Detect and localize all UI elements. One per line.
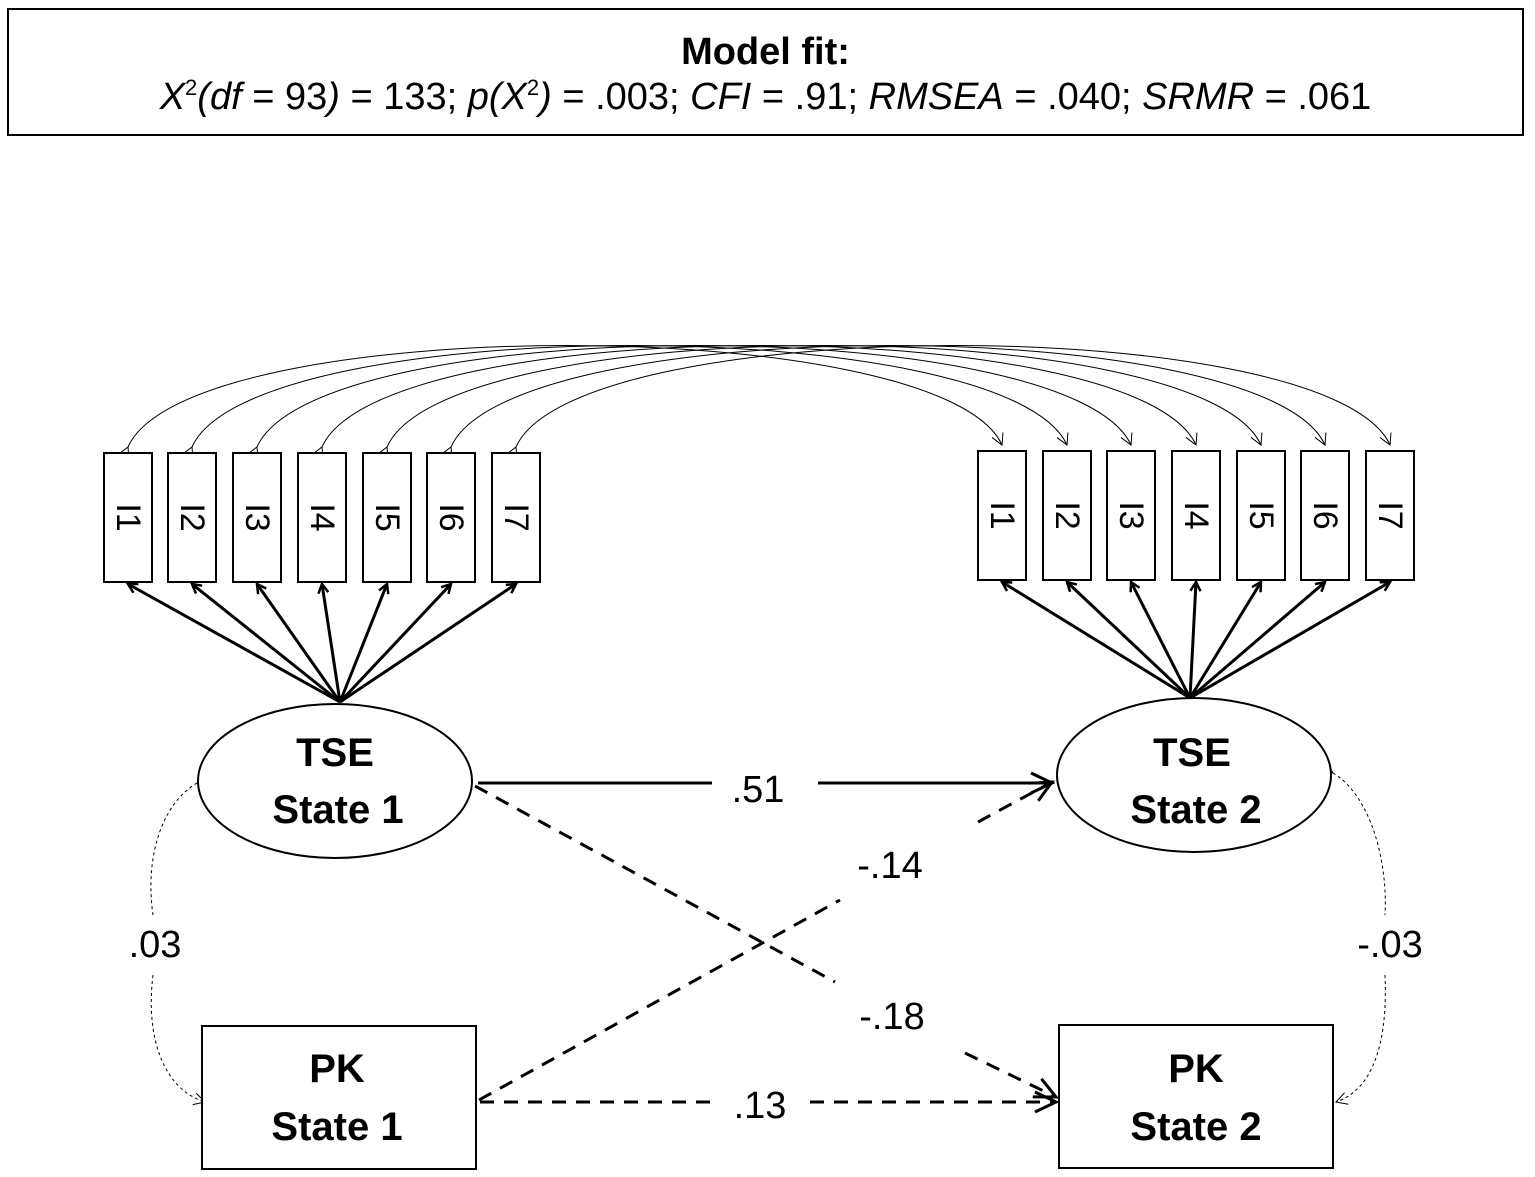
observed-pk-state2: PK State 2 <box>1058 1024 1334 1169</box>
item-label: I3 <box>1112 501 1150 529</box>
label-tse1-pk2: -.18 <box>859 996 924 1038</box>
cov-state2-upper <box>1320 761 1386 916</box>
item-box-left-7: I7 <box>491 452 541 583</box>
item-box-right-7: I7 <box>1365 450 1415 581</box>
item-box-left-2: I2 <box>167 452 217 583</box>
loading-arrow-right-5 <box>1188 582 1261 699</box>
label-cov-state1: .03 <box>129 924 182 966</box>
loading-arrow-left-7 <box>339 584 516 704</box>
observed-pk-state1-line1: PK <box>309 1047 365 1091</box>
latent-tse-state2-line1: TSE <box>1153 731 1231 775</box>
factor-loadings <box>128 580 1390 704</box>
path-tse1-pk2-head <box>964 1051 1056 1097</box>
residual-covariance-arc-3 <box>246 345 1133 460</box>
df-label: df <box>209 76 242 118</box>
df-value: = 93 <box>241 76 328 118</box>
item-box-left-3: I3 <box>232 452 282 583</box>
latent-tse-state2-line2: State 2 <box>1130 788 1261 832</box>
item-label: I1 <box>983 501 1021 529</box>
cfi-label: CFI <box>690 76 752 118</box>
item-box-right-6: I6 <box>1300 450 1350 581</box>
loading-arrow-left-4 <box>322 584 342 703</box>
model-fit-title: Model fit: <box>681 31 850 73</box>
path-tse1-pk2 <box>474 784 836 984</box>
loading-arrow-right-7 <box>1189 580 1390 700</box>
chi-square-symbol: X <box>159 76 186 118</box>
loading-arrow-left-6 <box>338 584 451 704</box>
loading-arrow-left-5 <box>338 584 387 703</box>
p-value: = .003; <box>551 76 691 118</box>
model-fit-box: Model fit: X2(df = 93) = 133; p(X2) = .0… <box>7 8 1524 136</box>
item-box-right-4: I4 <box>1171 450 1221 581</box>
item-box-right-5: I5 <box>1236 450 1286 581</box>
loading-arrow-left-3 <box>257 584 342 703</box>
rmsea-value: = .040; <box>1003 76 1143 118</box>
rmsea-label: RMSEA <box>868 76 1004 118</box>
loading-arrow-right-2 <box>1067 582 1192 700</box>
item-label: I6 <box>432 503 470 531</box>
label-pk1-tse2: -.14 <box>857 845 922 887</box>
loading-arrow-right-3 <box>1131 582 1192 699</box>
loading-arrow-right-6 <box>1189 582 1325 700</box>
item-box-left-6: I6 <box>426 452 476 583</box>
item-box-right-3: I3 <box>1106 450 1156 581</box>
p-close: ) <box>539 76 552 118</box>
item-label: I4 <box>1177 501 1215 529</box>
item-label: I2 <box>173 503 211 531</box>
loading-arrow-left-2 <box>192 584 341 704</box>
label-pk1-pk2: .13 <box>734 1085 787 1127</box>
latent-tse-state1: TSE State 1 <box>197 703 473 859</box>
loading-arrow-right-1 <box>1002 582 1191 700</box>
latent-tse-state1-line2: State 1 <box>272 788 403 832</box>
latent-tse-state2: TSE State 2 <box>1056 697 1332 853</box>
residual-covariance-arc-6 <box>440 345 1327 460</box>
residual-covariance-arc-7 <box>505 345 1392 460</box>
residual-covariance-arc-5 <box>376 345 1263 460</box>
observed-pk-state2-line2: State 2 <box>1130 1105 1261 1149</box>
item-box-left-1: I1 <box>103 452 153 583</box>
p-label: p(X <box>467 76 527 118</box>
item-label: I5 <box>1242 501 1280 529</box>
cfi-value: = .91; <box>751 76 869 118</box>
observed-pk-state1: PK State 1 <box>201 1025 477 1170</box>
item-box-left-4: I4 <box>297 452 347 583</box>
chi-square-value: = 133; <box>339 76 468 118</box>
chi-square-superscript: 2 <box>185 75 198 100</box>
label-cov-state2: -.03 <box>1357 924 1422 966</box>
item-label: I5 <box>368 503 406 531</box>
residual-covariance-arc-1 <box>117 345 1004 460</box>
error-covariance-arcs <box>117 345 1392 460</box>
loading-arrow-left-1 <box>128 582 341 704</box>
item-label: I6 <box>1306 501 1344 529</box>
p-superscript: 2 <box>526 75 540 100</box>
item-box-left-5: I5 <box>362 452 412 583</box>
cov-state1-upper <box>150 771 210 916</box>
item-label: I3 <box>238 503 276 531</box>
label-tse1-tse2: .51 <box>732 769 785 811</box>
path-pk1-tse2-head <box>977 782 1052 824</box>
observed-pk-state1-line2: State 1 <box>271 1105 402 1149</box>
item-label: I7 <box>497 503 535 531</box>
srmr-value: = .061 <box>1254 76 1372 118</box>
cov-state1-lower <box>150 974 206 1106</box>
item-label: I2 <box>1048 501 1086 529</box>
srmr-label: SRMR <box>1142 76 1255 118</box>
item-box-right-2: I2 <box>1042 450 1092 581</box>
item-label: I4 <box>303 503 341 531</box>
path-pk1-tse2 <box>478 898 841 1102</box>
indicator-items: I1 I2 I3 I4 I5 I6 I7 I1 I2 I3 I4 I5 I6 I7 <box>103 450 1415 583</box>
residual-covariance-arc-2 <box>181 345 1069 460</box>
model-fit-stats: X2(df = 93) = 133; p(X2) = .003; CFI = .… <box>159 75 1372 118</box>
observed-pk-state2-line1: PK <box>1168 1047 1224 1091</box>
item-box-right-1: I1 <box>977 450 1027 581</box>
loading-arrow-right-4 <box>1188 582 1196 699</box>
latent-tse-state1-line1: TSE <box>296 731 374 775</box>
item-label: I1 <box>109 503 147 531</box>
residual-covariance-arc-4 <box>311 345 1198 460</box>
cov-state2-lower <box>1335 974 1386 1105</box>
item-label: I7 <box>1371 501 1409 529</box>
